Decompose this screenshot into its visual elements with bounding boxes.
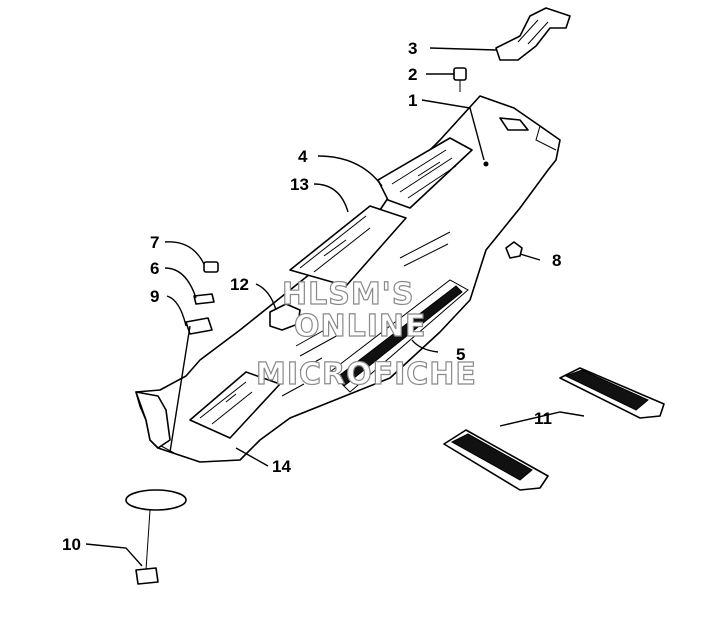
fastener-part-2 bbox=[453, 67, 467, 92]
watermark-line-2: ONLINE bbox=[294, 309, 427, 344]
bracket-part-3 bbox=[495, 7, 571, 61]
callout-2: 2 bbox=[408, 65, 417, 84]
watermark: HLSM'S ONLINE MICROFICHE bbox=[255, 276, 477, 392]
callout-14: 14 bbox=[272, 457, 291, 476]
traction-strip-part-11 bbox=[443, 367, 665, 491]
callout-13: 13 bbox=[290, 175, 309, 194]
watermark-line-3: MICROFICHE bbox=[256, 357, 477, 392]
fastener-part-12 bbox=[269, 303, 301, 331]
callout-5: 5 bbox=[456, 345, 465, 364]
callout-4: 4 bbox=[298, 147, 308, 166]
callouts: 3 2 1 4 13 7 6 9 12 8 5 11 14 10 bbox=[62, 39, 561, 554]
belly-pan bbox=[135, 95, 561, 463]
callout-8: 8 bbox=[552, 251, 561, 270]
callout-3: 3 bbox=[408, 39, 417, 58]
callout-11: 11 bbox=[534, 409, 552, 428]
watermark-line-1: HLSM'S bbox=[282, 277, 414, 312]
washer-part-10 bbox=[125, 489, 187, 511]
callout-12: 12 bbox=[230, 275, 249, 294]
callout-7: 7 bbox=[150, 233, 159, 252]
callout-6-left: 6 bbox=[150, 259, 159, 278]
spacer-part-7 bbox=[203, 261, 219, 273]
leader-lines bbox=[85, 47, 585, 567]
nut-part-8 bbox=[505, 241, 523, 259]
callout-10: 10 bbox=[62, 535, 81, 554]
bolt-part-10 bbox=[135, 509, 159, 585]
washer-part-6 bbox=[193, 293, 215, 305]
callout-1: 1 bbox=[408, 91, 417, 110]
callout-9: 9 bbox=[150, 287, 159, 306]
